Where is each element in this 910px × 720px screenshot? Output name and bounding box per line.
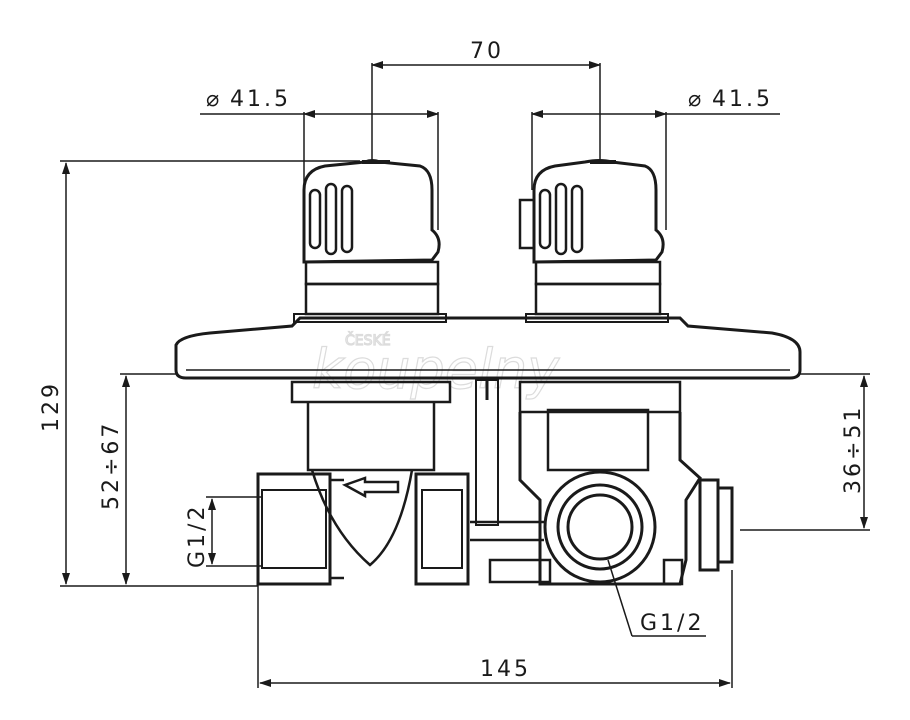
cover-plate xyxy=(174,316,802,380)
watermark: ČESKÉ koupelny xyxy=(311,330,560,401)
dim-right-diameter-symbol: ⌀ xyxy=(688,87,704,112)
dimension-lines xyxy=(60,61,870,688)
left-inlet xyxy=(256,472,470,586)
right-handle xyxy=(518,159,669,323)
dim-left-diameter: 41.5 xyxy=(230,87,291,112)
dim-left-diameter-symbol: ⌀ xyxy=(206,87,222,112)
dim-inlet-depth: 52÷67 xyxy=(99,421,124,510)
dim-bottom-thread: G1/2 xyxy=(640,611,704,636)
left-handle xyxy=(293,159,447,323)
mixer-body xyxy=(174,159,802,586)
dim-center-distance: 70 xyxy=(470,39,504,64)
dim-right-diameter: 41.5 xyxy=(712,87,773,112)
dim-total-height: 129 xyxy=(39,381,64,432)
dimension-labels: 70 ⌀ 41.5 ⌀ 41.5 129 52÷67 G1/2 36÷51 G1… xyxy=(39,39,866,682)
dim-total-width: 145 xyxy=(480,657,531,682)
dim-left-thread: G1/2 xyxy=(185,504,210,568)
watermark-small-text: ČESKÉ xyxy=(345,331,391,349)
right-outlet xyxy=(470,408,734,586)
dim-outlet-depth: 36÷51 xyxy=(841,405,866,494)
